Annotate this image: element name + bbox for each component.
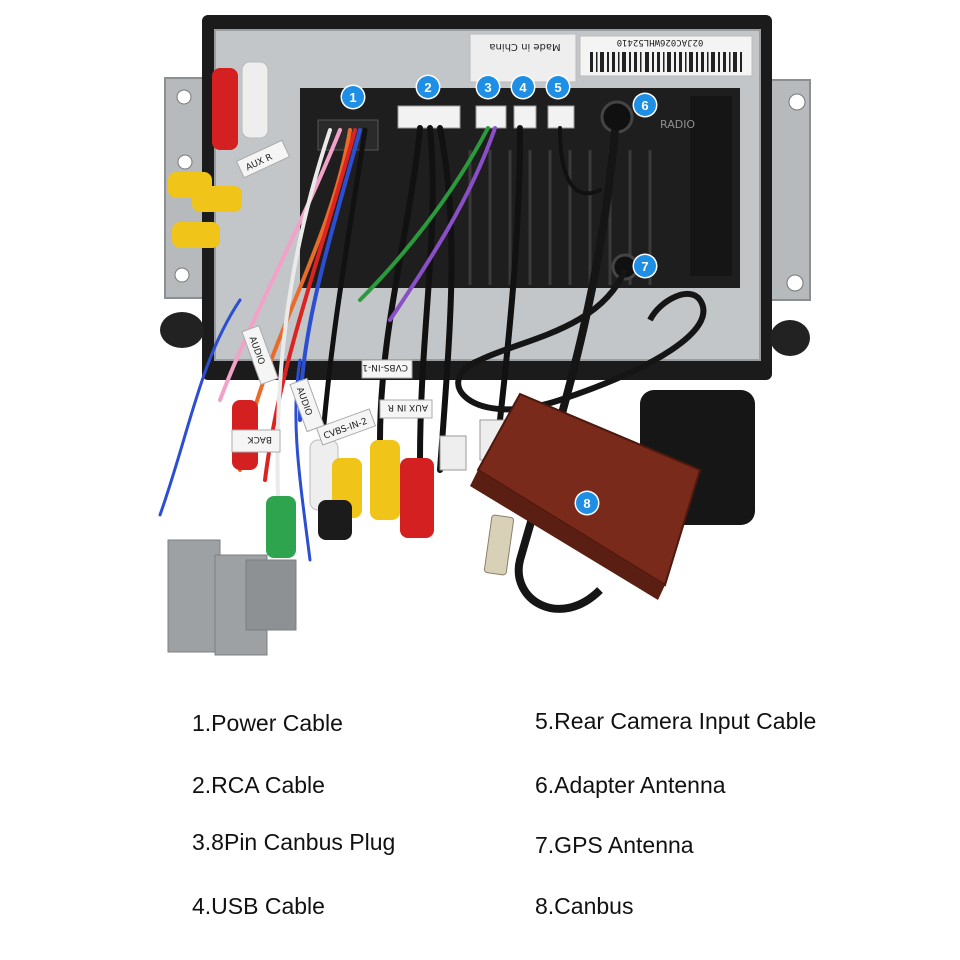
rca-connector-block: [397, 105, 461, 129]
legend-item-5: 5.Rear Camera Input Cable: [535, 708, 817, 734]
cable-tag-back: BACK: [247, 434, 272, 444]
marker-5: 5: [547, 76, 569, 98]
camera-connector-block: [547, 105, 575, 129]
right-fin-block: [690, 96, 732, 276]
cable-tag-aux-in-r: AUX IN R: [388, 402, 428, 412]
legend-item-6: 6.Adapter Antenna: [535, 772, 726, 798]
left-mount-knob: [160, 312, 204, 348]
product-photo: Made in China 02JAC026WHL52410 RADIO AUX…: [158, 15, 811, 656]
marker-1: 1: [342, 86, 364, 108]
usb-connector-block: [513, 105, 537, 129]
antenna-port: [600, 100, 634, 134]
barcode: [590, 52, 742, 72]
canbus-box: [470, 390, 755, 600]
marker-4: 4: [512, 76, 534, 98]
rca-plugs-top-left: [168, 61, 269, 248]
antenna-connector: [483, 514, 515, 576]
radio-port-label: RADIO: [660, 118, 695, 131]
marker-2: 2: [417, 76, 439, 98]
marker-8: 8: [576, 492, 598, 514]
serial-number-text: 02JAC026WHL52410: [617, 37, 704, 47]
marker-7: 7: [634, 255, 656, 277]
canbus-connector-block: [475, 105, 507, 129]
legend-item-2: 2.RCA Cable: [192, 772, 325, 798]
legend-item-4: 4.USB Cable: [192, 893, 325, 919]
made-in-china-text: Made in China: [489, 41, 560, 52]
legend-item-7: 7.GPS Antenna: [535, 832, 694, 858]
marker-6: 6: [634, 94, 656, 116]
cable-tag-cvbs-in-1: CVBS-IN-1: [362, 362, 408, 372]
right-mount-knob: [770, 320, 810, 356]
compliance-label: [469, 33, 577, 83]
legend-item-8: 8.Canbus: [535, 893, 634, 919]
legend-item-1: 1.Power Cable: [192, 710, 343, 736]
marker-3: 3: [477, 76, 499, 98]
legend-item-3: 3.8Pin Canbus Plug: [192, 829, 396, 855]
wire-bundle: [158, 125, 602, 562]
harness-plugs: [167, 539, 297, 656]
